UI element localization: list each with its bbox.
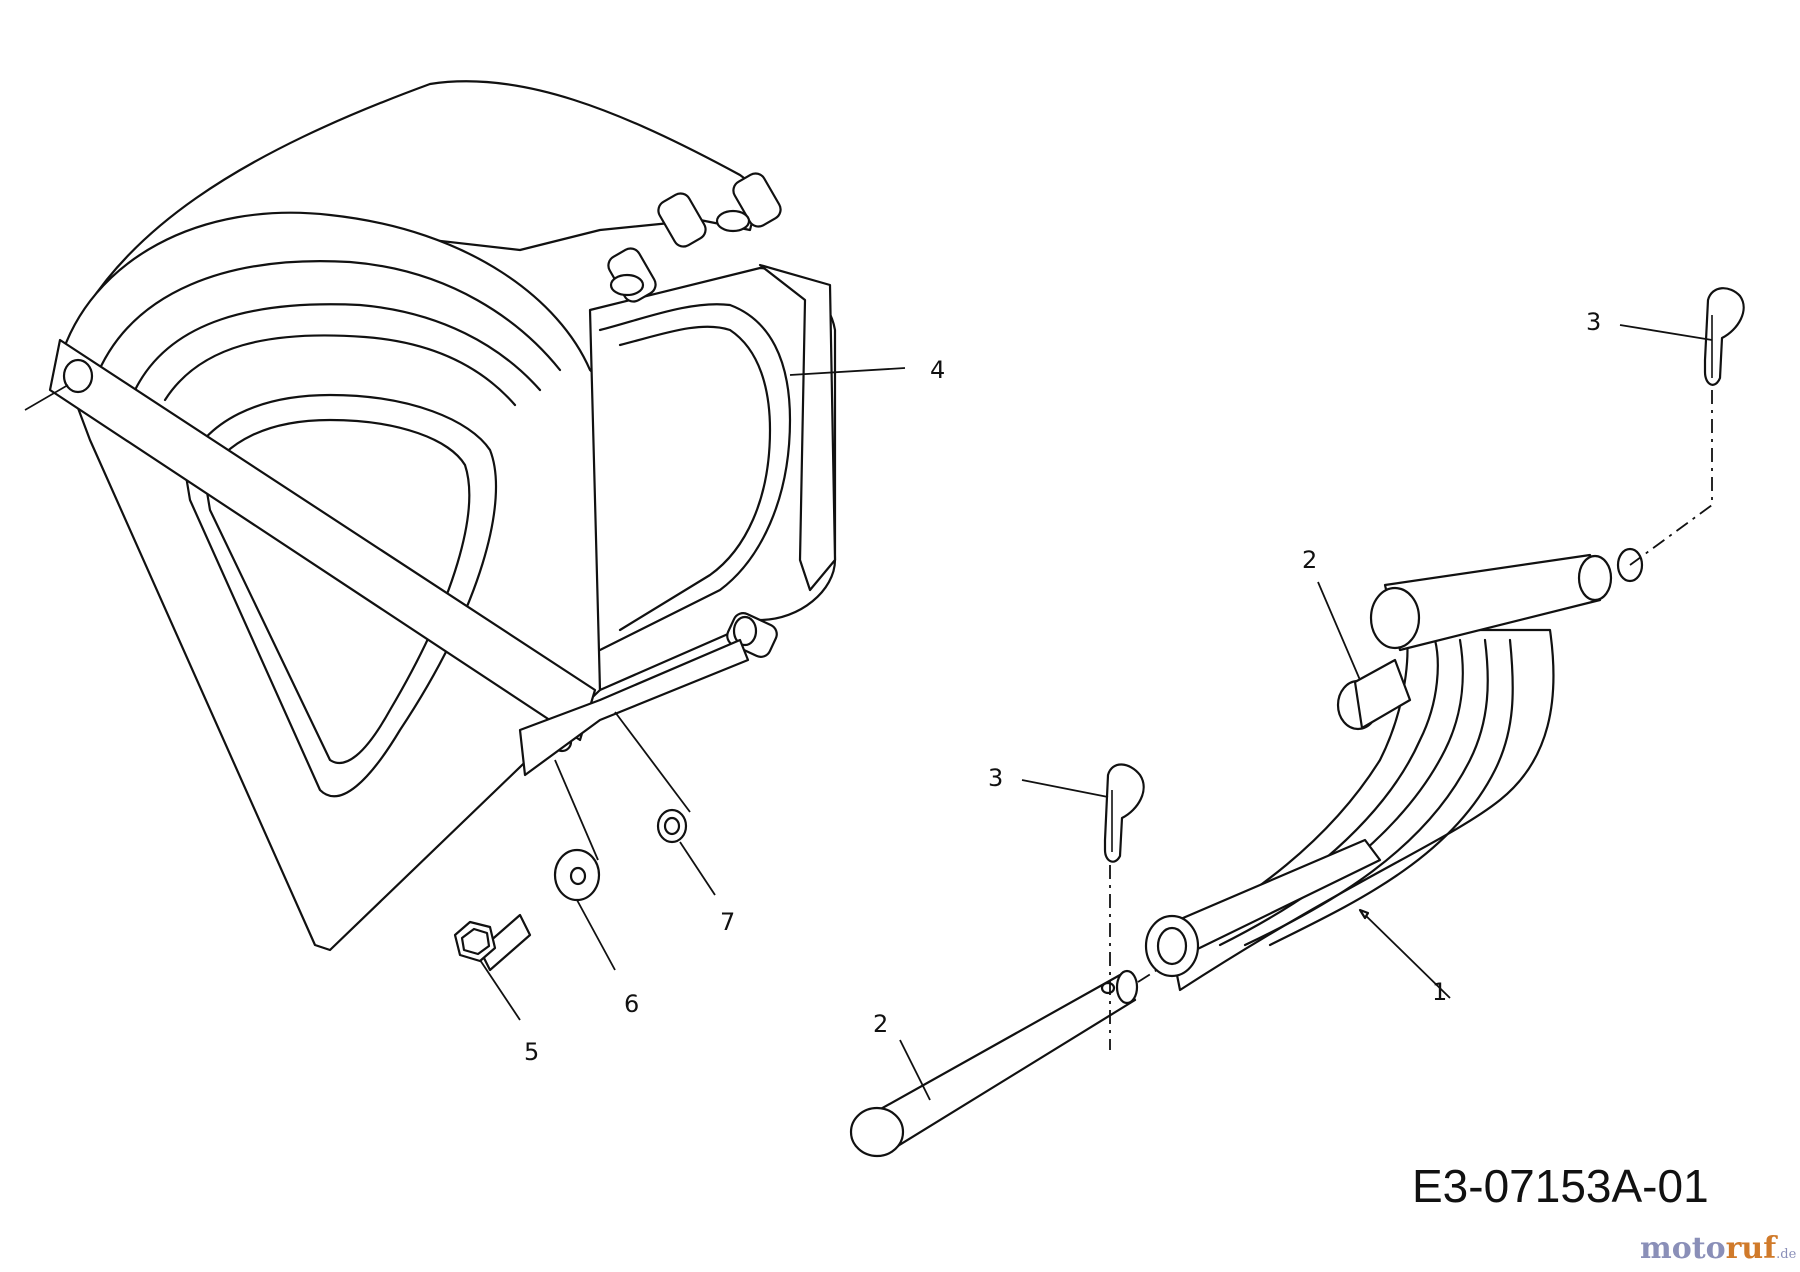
callout-2-upper: 2 [1302, 546, 1317, 574]
hair-pin-clip-lower [1103, 763, 1145, 863]
callout-2-lower: 2 [873, 1010, 888, 1038]
callout-6: 6 [624, 990, 639, 1018]
callout-4: 4 [930, 356, 945, 384]
chute-deflector [1144, 628, 1555, 992]
chute-housing [24, 80, 837, 952]
callout-7: 7 [720, 908, 735, 936]
callout-5: 5 [524, 1038, 539, 1066]
flat-washer [553, 848, 601, 902]
hex-bolt [453, 913, 532, 972]
lock-washer [656, 808, 688, 844]
upper-pin [1336, 547, 1644, 731]
drawing-number: E3-07153A-01 [1412, 1160, 1709, 1212]
lower-pin [849, 969, 1139, 1158]
callout-3-lower: 3 [988, 764, 1003, 792]
hair-pin-clip-upper [1703, 287, 1745, 386]
callout-3-upper: 3 [1586, 308, 1601, 336]
svg-text:motoruf.de: motoruf.de [1640, 1231, 1797, 1266]
leader-lines [479, 324, 1713, 1101]
assembly-lines [1109, 390, 1713, 1050]
callout-1: 1 [1432, 978, 1447, 1006]
watermark-logo: motoruf.de [1640, 1231, 1797, 1266]
